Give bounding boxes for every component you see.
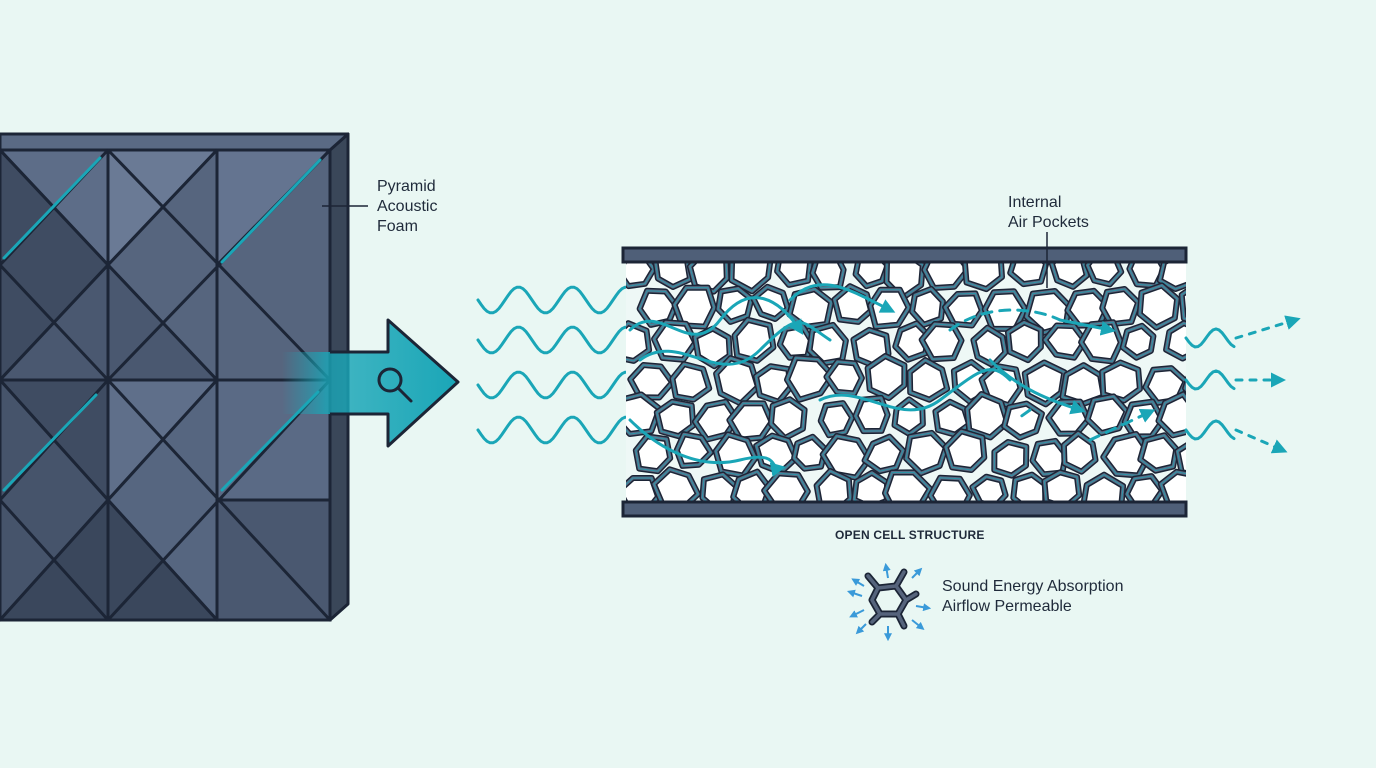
foam-panel-top — [0, 132, 350, 152]
air-pocket-cell-edge — [993, 441, 1027, 477]
air-pocket-cell — [1178, 288, 1186, 323]
air-pocket-cell — [1155, 391, 1186, 439]
air-pocket-cell-edge — [1165, 322, 1186, 359]
foam-pyramids — [0, 148, 332, 622]
air-pocket-cell-edge — [1063, 432, 1096, 473]
waves-through-cells — [628, 283, 1156, 478]
air-pocket-cell-edge — [911, 288, 944, 326]
air-pocket-cell-edge — [826, 361, 863, 394]
air-pocket-cell-edge — [964, 260, 1003, 290]
air-pocket-cell-edge — [1159, 260, 1186, 290]
outgoing-arrow — [1234, 315, 1301, 340]
internal-wave — [628, 418, 786, 478]
internal-wave — [818, 368, 1012, 412]
air-pocket-cell-edge — [971, 476, 1007, 504]
magnifier-icon — [377, 367, 413, 403]
internal-wave — [1058, 318, 1116, 336]
foam-label: Pyramid Acoustic Foam — [377, 177, 437, 237]
air-pocket-cell-edge — [966, 393, 1008, 438]
foam-label-line-2: Acoustic — [377, 198, 438, 215]
air-pocket-cell-edge — [812, 260, 845, 289]
cell-cluster-icon — [846, 562, 932, 642]
air-pocket-cell-wall — [1180, 290, 1186, 321]
air-pocket-cell-edge — [1044, 325, 1086, 359]
slab-top-plate — [621, 246, 1188, 264]
internal-wave — [638, 321, 832, 366]
air-pocket-cell-edge — [944, 292, 983, 326]
air-pockets-label-line-2: Air Pockets — [1008, 214, 1089, 231]
air-pocket-cell-edge — [671, 363, 710, 401]
legend-airflow-permeable: Airflow Permeable — [942, 598, 1072, 615]
air-pocket-cell-edge — [635, 435, 671, 472]
cell-network — [626, 260, 1186, 504]
incoming-wave — [476, 370, 642, 400]
air-pocket-cell-edge — [834, 285, 872, 323]
air-pocket-cell-edge — [717, 288, 752, 323]
air-pocket-cell-edge — [1043, 471, 1080, 504]
internal-wave — [1014, 408, 1032, 422]
incoming-wave — [476, 325, 642, 355]
internal-wave — [628, 296, 804, 336]
foam-label-line-3: Foam — [377, 218, 418, 235]
air-pocket-cell-edge — [1082, 474, 1124, 504]
air-pocket-cell-edge — [1158, 393, 1186, 436]
air-pocket-cell-edge — [732, 471, 771, 504]
internal-wave — [948, 308, 1062, 332]
incoming-wave — [476, 415, 642, 445]
outgoing-sound-waves — [1184, 315, 1301, 454]
air-pocket-cell-edge — [816, 470, 851, 504]
outgoing-wave — [1184, 327, 1236, 349]
slab-bottom-plate — [621, 500, 1188, 518]
air-pocket-cell-edge — [945, 430, 985, 471]
pyramid-foam-panel — [0, 132, 350, 622]
air-pocket-cell-edge — [689, 260, 728, 293]
air-pocket-cell-edge — [676, 433, 712, 467]
outgoing-arrow — [1234, 428, 1288, 454]
air-pocket-cell-edge — [820, 402, 853, 436]
air-pocket-cell-edge — [734, 319, 774, 362]
air-pocket-cell-edge — [786, 357, 834, 401]
air-pocket-cell-edge — [1003, 403, 1043, 439]
air-pocket-cell-edge — [822, 435, 870, 479]
incoming-wave — [476, 285, 642, 315]
air-pocket-cell-edge — [1087, 260, 1122, 285]
air-pockets-label: Internal Air Pockets — [1008, 193, 1089, 233]
incoming-sound-waves — [476, 285, 642, 445]
legend-sound-absorption: Sound Energy Absorption — [942, 578, 1124, 595]
air-pockets-label-line-1: Internal — [1008, 194, 1062, 211]
air-pocket-cell-edge — [674, 287, 715, 328]
outgoing-wave — [1184, 369, 1236, 391]
air-pocket-cell-edge — [1139, 284, 1178, 329]
open-cell-slab — [621, 246, 1188, 518]
air-pocket-cell-edge — [728, 402, 773, 441]
internal-wave — [1088, 409, 1156, 442]
internal-wave — [988, 358, 1086, 415]
air-pocket-cell-edge — [1007, 321, 1042, 361]
air-pocket-cell-edge — [855, 397, 889, 432]
air-pocket-cell-edge — [886, 260, 924, 299]
cell-legend: Sound Energy Absorption Airflow Permeabl… — [942, 577, 1123, 617]
air-pocket-cell-edge — [1181, 291, 1186, 320]
open-cell-structure-caption: OPEN CELL STRUCTURE — [835, 528, 985, 542]
air-pocket-cell-edge — [626, 322, 650, 362]
air-pocket-cell-edge — [929, 477, 971, 504]
air-pocket-cell-edge — [909, 359, 948, 401]
air-pocket-cell-edge — [905, 432, 947, 474]
air-pocket-cell-edge — [884, 471, 931, 504]
air-pocket-cell-edge — [869, 289, 910, 328]
foam-label-line-1: Pyramid — [377, 178, 436, 195]
air-pocket-cell-edge — [1122, 325, 1154, 359]
air-pocket-cell-edge — [656, 401, 694, 437]
internal-wave — [788, 283, 896, 313]
outgoing-wave — [1184, 419, 1236, 441]
air-pocket-cell-edge — [921, 323, 962, 360]
air-pocket-cell-edge — [1101, 362, 1141, 401]
air-pocket-cell-edge — [864, 436, 904, 472]
zoom-arrow — [282, 318, 460, 448]
air-pocket-cell-edge — [654, 260, 691, 288]
air-pocket-cell-edge — [867, 355, 905, 399]
air-pocket-cell-edge — [1176, 445, 1186, 474]
air-pocket-cell-edge — [731, 260, 771, 292]
